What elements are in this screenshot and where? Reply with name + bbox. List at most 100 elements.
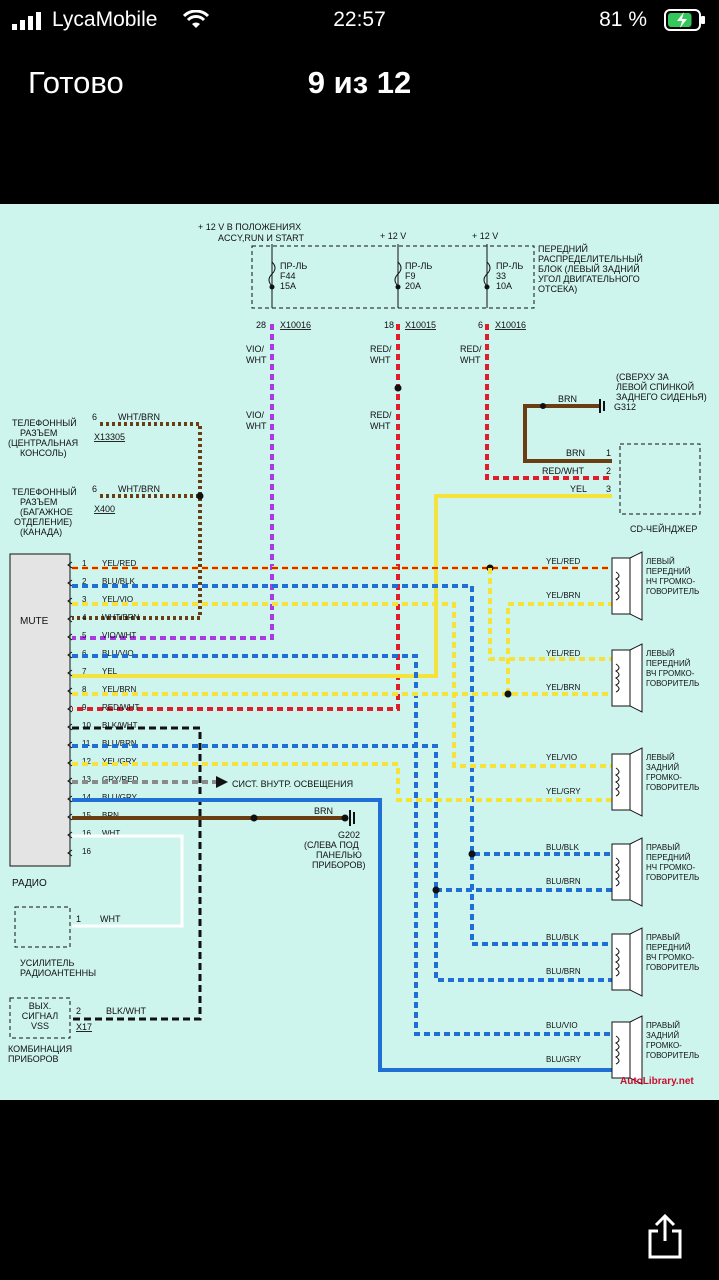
svg-text:(СЛЕВА ПОД: (СЛЕВА ПОД — [304, 840, 359, 850]
radio-pin-wire: BLK/WHT — [102, 721, 138, 730]
svg-text:G312: G312 — [614, 402, 636, 412]
fuse3-l2: 33 — [496, 271, 506, 281]
radio-pin-number: 6 — [82, 649, 87, 658]
radio-pin-wire: BLU/BRN — [102, 739, 137, 748]
svg-text:1: 1 — [76, 914, 81, 924]
svg-text:ЛЕВЫЙ: ЛЕВЫЙ — [646, 649, 675, 658]
svg-text:РАДИО: РАДИО — [12, 878, 47, 889]
svg-text:ПЕРЕДНИЙ: ПЕРЕДНИЙ — [646, 567, 691, 576]
fuse3-l1: ПР-ЛЬ — [496, 261, 523, 271]
svg-text:WHT: WHT — [460, 355, 481, 365]
phone-connector-console: ТЕЛЕФОННЫЙ РАЗЪЕМ (ЦЕНТРАЛЬНАЯ КОНСОЛЬ) … — [8, 412, 160, 458]
fuse1-l3: 15A — [280, 281, 296, 291]
svg-text:БЛОК (ЛЕВЫЙ ЗАДНИЙ: БЛОК (ЛЕВЫЙ ЗАДНИЙ — [538, 263, 640, 274]
svg-text:VIO/: VIO/ — [246, 410, 265, 420]
radio-pin-wire: YEL/BRN — [102, 685, 136, 694]
wire-red-wht-cd — [485, 324, 612, 480]
svg-text:BLU/VIO: BLU/VIO — [546, 1021, 578, 1030]
svg-text:ПАНЕЛЬЮ: ПАНЕЛЬЮ — [316, 850, 362, 860]
svg-text:ПРИБОРОВ: ПРИБОРОВ — [8, 1054, 59, 1064]
radio-pin-wire: BLU/GRY — [102, 793, 138, 802]
radio-pin-wire: VIO/WHT — [102, 631, 136, 640]
radio-unit: MUTE РАДИО — [9, 553, 71, 889]
svg-text:X17: X17 — [76, 1022, 92, 1032]
svg-text:BLU/BLK: BLU/BLK — [546, 933, 580, 942]
wiring-diagram-image[interactable]: + 12 V В ПОЛОЖЕНИЯХ ACCY,RUN И START + 1… — [0, 204, 719, 1100]
radio-pin-wire: BLU/VIO — [102, 649, 134, 658]
ground-g202: BRN G202 (СЛЕВА ПОД ПАНЕЛЬЮ ПРИБОРОВ) — [304, 806, 366, 870]
svg-text:(КАНАДА): (КАНАДА) — [20, 527, 62, 537]
done-button[interactable]: Готово — [28, 65, 124, 100]
svg-text:YEL: YEL — [570, 484, 587, 494]
svg-text:КОМБИНАЦИЯ: КОМБИНАЦИЯ — [8, 1044, 72, 1054]
accy-label-2: ACCY,RUN И START — [218, 233, 304, 243]
svg-text:ПРАВЫЙ: ПРАВЫЙ — [646, 843, 680, 852]
svg-text:BRN: BRN — [314, 806, 333, 816]
svg-text:YEL/GRY: YEL/GRY — [546, 787, 581, 796]
page-counter-title: 9 из 12 — [307, 65, 412, 100]
radio-pin-number: 3 — [82, 595, 87, 604]
radio-pin-number: 9 — [82, 703, 87, 712]
fuse-block-box — [251, 245, 535, 309]
radio-pin-number: 8 — [82, 685, 87, 694]
radio-pin-wire: YEL/VIO — [102, 595, 133, 604]
fuse2-l3: 20A — [405, 281, 421, 291]
wire-blu-vio — [72, 654, 612, 1036]
svg-text:(БАГАЖНОЕ: (БАГАЖНОЕ — [20, 507, 73, 517]
radio-pin-number: 15 — [82, 811, 91, 820]
svg-text:BRN: BRN — [558, 394, 577, 404]
phone-connector-trunk: ТЕЛЕФОННЫЙ РАЗЪЕМ (БАГАЖНОЕ ОТДЕЛЕНИЕ) (… — [12, 484, 160, 537]
svg-text:YEL/RED: YEL/RED — [546, 557, 580, 566]
wire-blu-blk — [72, 584, 612, 856]
svg-text:ВЫХ.: ВЫХ. — [29, 1001, 51, 1011]
svg-text:НЧ ГРОМКО-: НЧ ГРОМКО- — [646, 863, 696, 872]
svg-text:УГОЛ ДВИГАТЕЛЬНОГО: УГОЛ ДВИГАТЕЛЬНОГО — [538, 274, 640, 284]
v12-label-b: + 12 V — [472, 231, 498, 241]
svg-text:ЗАДНЕГО СИДЕНЬЯ): ЗАДНЕГО СИДЕНЬЯ) — [616, 392, 707, 402]
status-bar: LycaMobile 22:57 81 % — [0, 0, 719, 40]
wire-red-wht-radio — [72, 324, 400, 711]
speaker-6: BLU/VIOBLU/GRYПРАВЫЙЗАДНИЙГРОМКО-ГОВОРИТ… — [546, 1015, 699, 1085]
svg-text:УСИЛИТЕЛЬ: УСИЛИТЕЛЬ — [20, 958, 74, 968]
wiring-diagram: + 12 V В ПОЛОЖЕНИЯХ ACCY,RUN И START + 1… — [8, 222, 707, 1087]
antenna-amplifier: 1 WHT УСИЛИТЕЛЬ РАДИОАНТЕННЫ — [14, 906, 121, 978]
svg-text:ГРОМКО-: ГРОМКО- — [646, 1041, 682, 1050]
fuse1-conn: X10016 — [280, 320, 311, 330]
svg-text:ГОВОРИТЕЛЬ: ГОВОРИТЕЛЬ — [646, 783, 699, 792]
radio-pin-wire: YEL/RED — [102, 559, 136, 568]
radio-pin-number: 10 — [82, 721, 91, 730]
radio-pin-number: 7 — [82, 667, 87, 676]
svg-text:WHT: WHT — [370, 355, 391, 365]
fuse3-pin: 6 — [478, 320, 483, 330]
radio-pin-wire: YEL/GRY — [102, 757, 137, 766]
radio-pin-wire: YEL — [102, 667, 118, 676]
svg-text:G202: G202 — [338, 830, 360, 840]
instrument-cluster: ВЫХ. СИГНАЛ VSS 2 BLK/WHT X17 КОМБИНАЦИЯ… — [8, 997, 147, 1064]
svg-text:6: 6 — [92, 484, 97, 494]
svg-text:ЗАДНИЙ: ЗАДНИЙ — [646, 1031, 679, 1040]
cd-changer: BRN 1 RED/WHT 2 YEL 3 CD-ЧЕЙНДЖЕР — [542, 443, 701, 534]
wire-yel-vio — [72, 602, 612, 768]
svg-text:(СВЕРХУ ЗА: (СВЕРХУ ЗА — [616, 372, 669, 382]
svg-text:КОНСОЛЬ): КОНСОЛЬ) — [20, 448, 67, 458]
svg-text:ГОВОРИТЕЛЬ: ГОВОРИТЕЛЬ — [646, 963, 699, 972]
radio-pin-wire: RED/WHT — [102, 703, 139, 712]
svg-text:VSS: VSS — [31, 1021, 49, 1031]
radio-pin-wire: BLU/BLK — [102, 577, 136, 586]
svg-text:2: 2 — [606, 466, 611, 476]
svg-text:ЛЕВЫЙ: ЛЕВЫЙ — [646, 753, 675, 762]
svg-text:VIO/: VIO/ — [246, 344, 265, 354]
wifi-icon — [183, 10, 209, 28]
fuse2-pin: 18 — [384, 320, 394, 330]
svg-text:CD-ЧЕЙНДЖЕР: CD-ЧЕЙНДЖЕР — [630, 523, 697, 534]
radio-pin-wire: BRN — [102, 811, 119, 820]
svg-text:BLK/WHT: BLK/WHT — [106, 1006, 147, 1016]
svg-text:ПЕРЕДНИЙ: ПЕРЕДНИЙ — [538, 243, 588, 254]
fuse1-pin: 28 — [256, 320, 266, 330]
share-icon[interactable] — [646, 1213, 684, 1259]
svg-text:РАЗЪЕМ: РАЗЪЕМ — [20, 497, 57, 507]
svg-text:ПРАВЫЙ: ПРАВЫЙ — [646, 1021, 680, 1030]
